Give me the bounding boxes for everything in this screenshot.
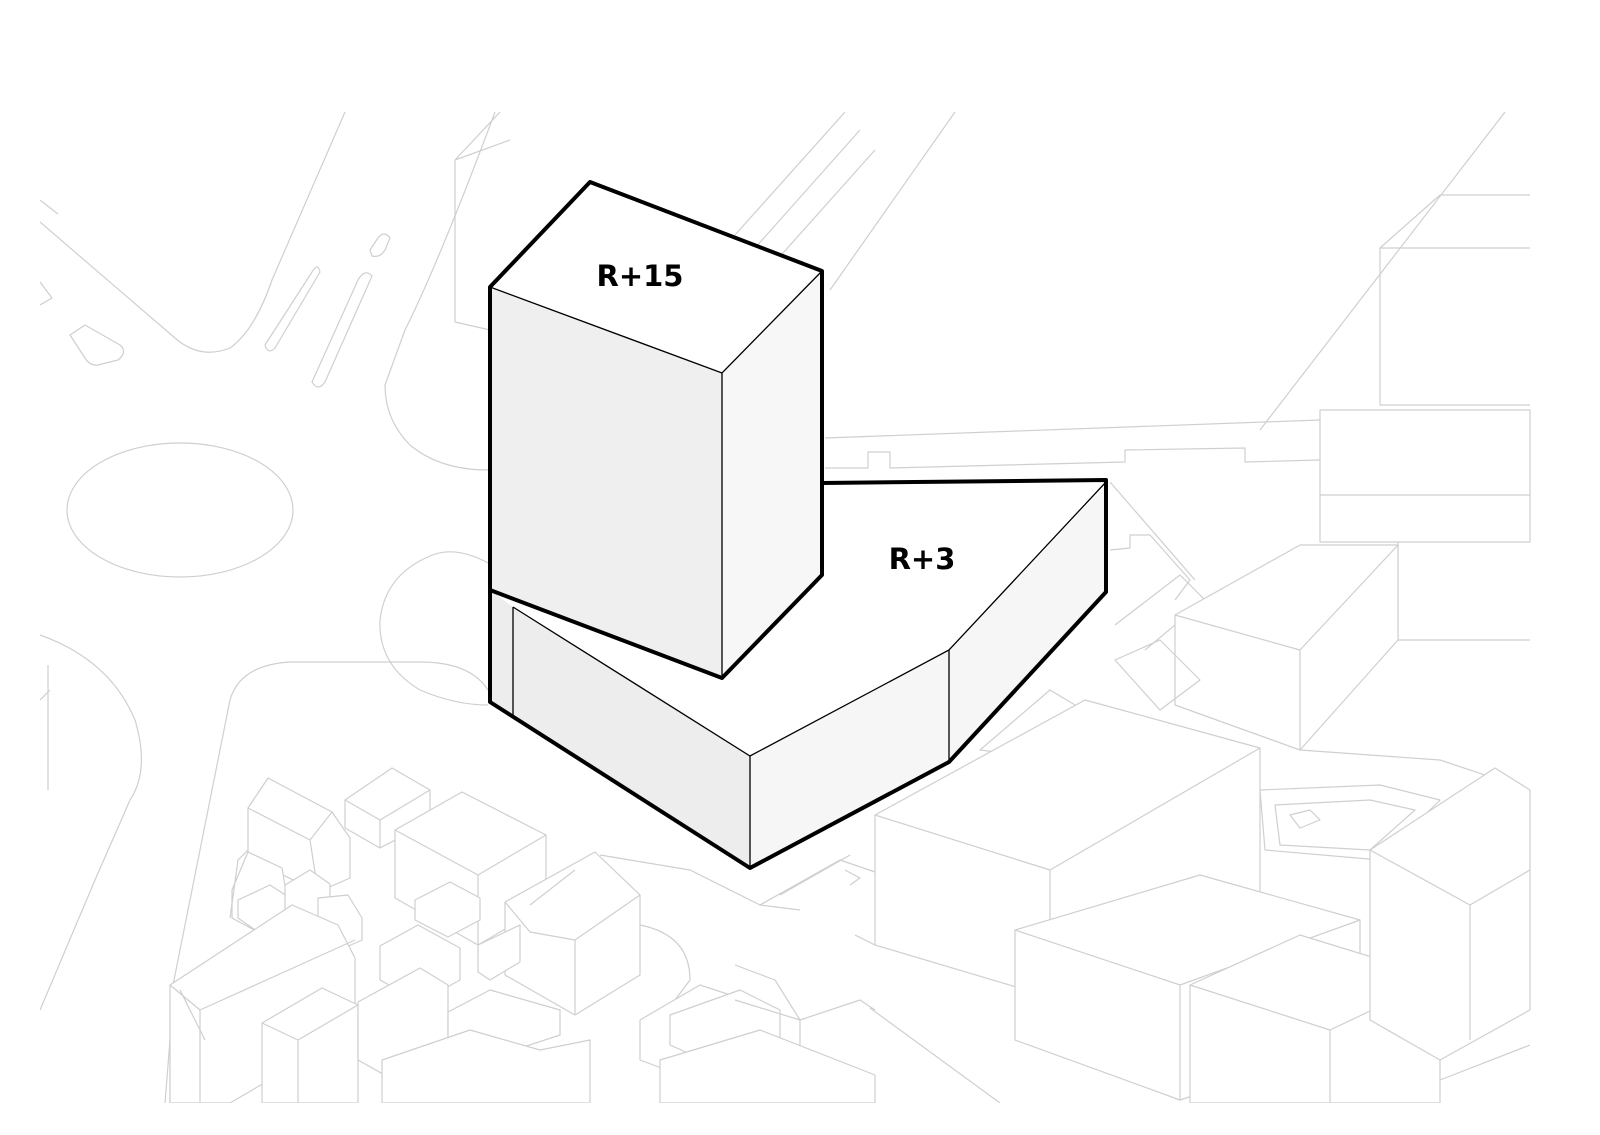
- lower-road: [599, 854, 1001, 1103]
- urban-context: [40, 111, 1531, 1103]
- right-side-blocks: [1174, 194, 1531, 791]
- podium-block: [488, 478, 1108, 870]
- road-network: [40, 111, 496, 1103]
- podium-roof: [490, 480, 1106, 756]
- building-behind-tower: [454, 139, 511, 331]
- tower-roof: [490, 182, 822, 373]
- street-edge: [824, 111, 1506, 651]
- rail-lines: [454, 111, 956, 291]
- tower-side-face: [722, 271, 822, 678]
- podium-side-face: [750, 485, 1106, 868]
- podium-front-face: [490, 590, 750, 868]
- proposed-building: R+15 R+3: [488, 180, 1108, 870]
- tower-height-label: R+15: [597, 259, 684, 293]
- old-town-cluster: [164, 767, 876, 1103]
- tower-front-face: [490, 287, 722, 678]
- tower-block: [488, 180, 824, 680]
- podium-height-label: R+3: [889, 542, 956, 576]
- large-block-bottom-right: [874, 699, 1531, 1103]
